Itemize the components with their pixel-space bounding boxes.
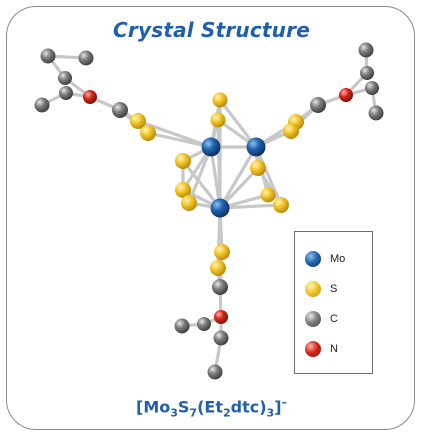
sulfur-atom — [140, 125, 156, 141]
figure-frame — [6, 6, 415, 430]
legend-item-n: N — [305, 338, 338, 360]
molybdenum-atom — [201, 137, 221, 157]
legend-label-mo: Mo — [330, 253, 346, 265]
carbon-atom — [310, 97, 326, 113]
chemical-formula: [Mo3S7(Et2dtc)3]– — [0, 396, 423, 420]
sulfur-atom-icon — [305, 281, 321, 297]
legend-label-c: C — [330, 313, 338, 325]
sulfur-atom — [130, 113, 146, 129]
nitrogen-atom — [339, 88, 353, 102]
carbon-atom — [34, 97, 50, 113]
legend-label-n: N — [330, 343, 338, 355]
molybdenum-atom — [246, 137, 266, 157]
sulfur-atom — [210, 260, 226, 276]
carbon-atom — [213, 330, 229, 346]
carbon-atom — [174, 318, 190, 334]
sulfur-atom — [175, 153, 191, 169]
formula-part: [Mo — [136, 397, 171, 417]
carbon-atom — [112, 102, 128, 118]
carbon-atom — [58, 71, 72, 85]
sulfur-atom — [175, 182, 191, 198]
nitrogen-atom — [83, 90, 97, 104]
carbon-atom — [212, 279, 228, 295]
carbon-atom — [360, 66, 374, 80]
formula-part: dtc) — [230, 397, 267, 417]
carbon-atom — [40, 48, 56, 64]
formula-part: S — [177, 397, 190, 417]
nitrogen-atom-icon — [305, 341, 321, 357]
carbon-atom — [59, 86, 73, 100]
sulfur-atom — [214, 244, 230, 260]
formula-subscript: 7 — [189, 406, 198, 420]
legend-item-c: C — [305, 308, 338, 330]
carbon-atom — [78, 50, 94, 66]
figure-title: Crystal Structure — [113, 18, 310, 42]
formula-charge: – — [281, 396, 288, 409]
carbon-atom — [197, 317, 211, 331]
formula-subscript: 2 — [222, 406, 231, 420]
element-legend: Mo S C N — [294, 231, 373, 374]
sulfur-atom — [260, 187, 276, 203]
formula-subscript: 3 — [170, 406, 178, 420]
formula-part: ] — [274, 397, 282, 417]
molybdenum-atom-icon — [305, 251, 321, 267]
formula-subscript: 3 — [266, 406, 275, 420]
sulfur-atom — [283, 123, 299, 139]
sulfur-atom — [250, 160, 266, 176]
carbon-atoms — [34, 42, 384, 380]
legend-item-mo: Mo — [305, 248, 345, 270]
legend-label-s: S — [330, 283, 338, 295]
carbon-atom — [365, 81, 379, 95]
sulfur-atom — [181, 195, 197, 211]
sulfur-atom — [210, 112, 226, 128]
sulfur-atoms — [130, 92, 304, 276]
carbon-atom — [368, 105, 384, 121]
carbon-atom — [358, 42, 374, 58]
molybdenum-atom — [210, 198, 230, 218]
nitrogen-atom — [214, 310, 228, 324]
molybdenum-atoms — [201, 137, 266, 218]
sulfur-atom — [273, 197, 289, 213]
carbon-atom — [207, 364, 223, 380]
carbon-atom-icon — [305, 311, 321, 327]
formula-part: (Et — [197, 397, 223, 417]
legend-item-s: S — [305, 278, 337, 300]
nitrogen-atoms — [83, 88, 353, 324]
sulfur-atom — [212, 92, 228, 108]
